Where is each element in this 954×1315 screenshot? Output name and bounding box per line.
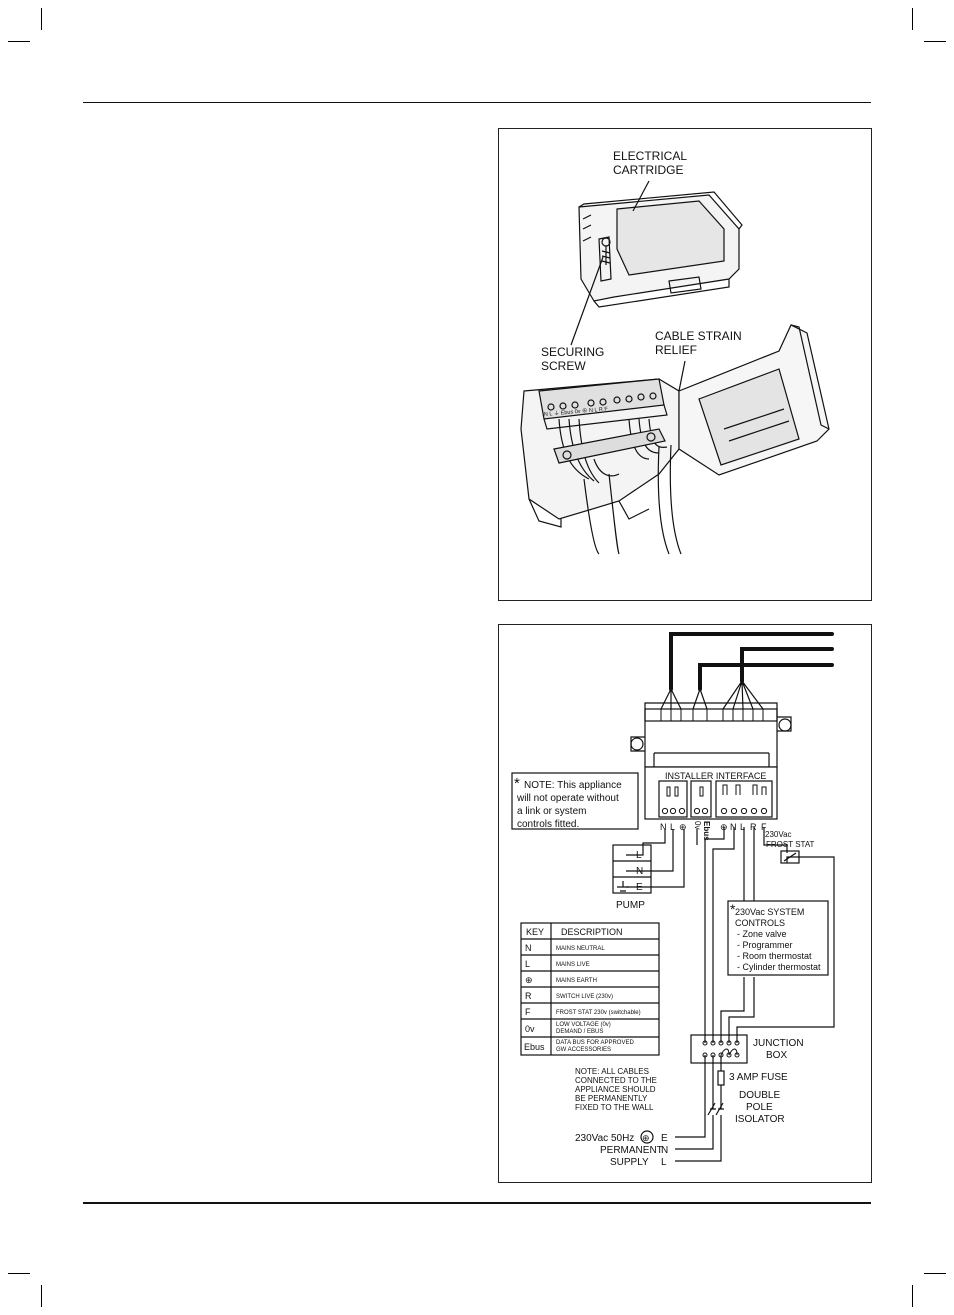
supply-line3: SUPPLY (610, 1157, 649, 1168)
wiring-diagram: INSTALLER INTERFACE * NOTE: This applian… (498, 624, 872, 1183)
key-row-d: SWITCH LIVE (230v) (556, 994, 613, 1000)
junction-line2: BOX (766, 1050, 787, 1061)
crop-mark (924, 41, 946, 42)
controls-item-2: - Programmer (737, 940, 793, 950)
key-row-d: MAINS LIVE (556, 962, 590, 968)
note-line-4: controls fitted. (517, 819, 579, 830)
controls-asterisk: * (730, 901, 736, 917)
key-header-description: DESCRIPTION (561, 927, 623, 937)
key-row-k: N (525, 943, 532, 953)
label-screw-line2: SCREW (541, 359, 586, 373)
terminal-0v: 0v (693, 821, 702, 829)
controls-item-3: - Room thermostat (737, 951, 812, 961)
key-row-d: DATA BUS FOR APPROVED (556, 1040, 634, 1046)
key-row-d: MAINS NEUTRAL (556, 946, 605, 952)
crop-mark (8, 41, 30, 42)
label-strain-line1: CABLE STRAIN (655, 329, 742, 343)
crop-mark (912, 1285, 913, 1307)
footer-rule (83, 1202, 871, 1204)
cable-note-line1: NOTE: ALL CABLES (575, 1067, 649, 1076)
label-cartridge-line2: CARTRIDGE (613, 163, 683, 177)
supply-term-e: E (661, 1133, 668, 1144)
key-row-k: R (525, 991, 532, 1001)
fuse-label: 3 AMP FUSE (729, 1072, 788, 1083)
terminal-l: L (740, 822, 745, 832)
terminal-n: N (730, 822, 737, 832)
frost-stat-line2: FROST STAT (766, 840, 815, 849)
controls-title-2: CONTROLS (735, 918, 785, 928)
supply-term-l: L (661, 1157, 667, 1168)
controls-item-4: - Cylinder thermostat (737, 962, 821, 972)
crop-mark (924, 1273, 946, 1274)
terminal-f: F (761, 822, 767, 832)
header-rule (83, 102, 871, 103)
key-row-d: MAINS EARTH (556, 978, 597, 984)
controls-item-1: - Zone valve (737, 929, 787, 939)
isolator-line3: ISOLATOR (735, 1114, 785, 1125)
note-asterisk: * (514, 775, 520, 792)
wiring-diagram-svg: INSTALLER INTERFACE * NOTE: This applian… (511, 632, 835, 1168)
key-row-d: LOW VOLTAGE (0v) (556, 1022, 611, 1028)
cable-note-line5: FIXED TO THE WALL (575, 1103, 654, 1112)
label-cartridge-line1: ELECTRICAL (613, 149, 687, 163)
pump-term-n: N (636, 866, 643, 877)
pump-term-l: L (636, 850, 642, 861)
crop-mark (41, 8, 42, 30)
note-line-2: will not operate without (516, 793, 619, 804)
key-row-d: DEMAND / EBUS (556, 1029, 603, 1035)
supply-earth-icon: ⊕ (642, 1133, 650, 1143)
cartridge-illustration: ELECTRICAL CARTRIDGE SECURING SCREW CABL… (520, 149, 830, 555)
cable-note-line2: CONNECTED TO THE (575, 1076, 657, 1085)
crop-mark (912, 8, 913, 30)
cable-note-line3: APPLIANCE SHOULD (575, 1085, 656, 1094)
key-row-k: F (525, 1007, 531, 1017)
terminal-earth: ⊕ (720, 822, 728, 832)
supply-term-n: N (661, 1145, 668, 1156)
supply-line2: PERMANENT (600, 1145, 663, 1156)
label-screw-line1: SECURING (541, 345, 604, 359)
terminal-pump-n: N (660, 822, 667, 832)
key-row-k: 0v (525, 1024, 535, 1034)
note-line-3: a link or system (517, 806, 586, 817)
installer-interface-label: INSTALLER INTERFACE (665, 771, 766, 781)
key-row-d: FROST STAT 230v (switchable) (556, 1010, 641, 1016)
pump-label: PUMP (616, 900, 645, 911)
cartridge-figure: ELECTRICAL CARTRIDGE SECURING SCREW CABL… (498, 128, 872, 601)
key-header-key: KEY (526, 927, 544, 937)
key-row-d: GW ACCESSORIES (556, 1047, 611, 1053)
junction-line1: JUNCTION (753, 1038, 804, 1049)
key-row-k: Ebus (524, 1042, 545, 1052)
label-strain-line2: RELIEF (655, 343, 697, 357)
note-line-1: NOTE: This appliance (524, 780, 622, 791)
isolator-line1: DOUBLE (739, 1090, 780, 1101)
terminal-pump-earth: ⊕ (679, 822, 687, 832)
supply-line1: 230Vac 50Hz (575, 1133, 634, 1144)
terminal-pump-l: L (670, 822, 675, 832)
cable-note-line4: BE PERMANENTLY (575, 1094, 648, 1103)
crop-mark (8, 1273, 30, 1274)
terminal-r: R (750, 822, 757, 832)
key-row-k: ⊕ (525, 975, 533, 985)
terminal-ebus: Ebus (702, 821, 711, 841)
isolator-line2: POLE (746, 1102, 773, 1113)
crop-mark (41, 1285, 42, 1307)
pump-term-e: E (636, 882, 643, 893)
key-row-k: L (525, 959, 530, 969)
controls-title-1: 230Vac SYSTEM (735, 907, 804, 917)
frost-stat-line1: 230Vac (765, 830, 792, 839)
